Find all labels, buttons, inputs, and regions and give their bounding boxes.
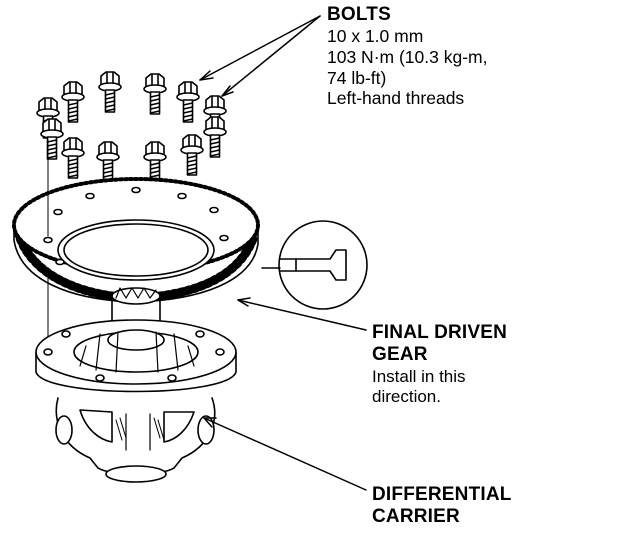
bolts-spec-line: Left-hand threads [327, 88, 465, 109]
bolt [61, 81, 85, 123]
bolts-spec-line: 74 lb-ft) [327, 67, 387, 88]
bolts-callout: BOLTS 10 x 1.0 mm 103 N·m (10.3 kg-m, 74… [327, 4, 487, 109]
bolt [143, 141, 167, 183]
bolt [40, 118, 64, 160]
leader-lines [199, 15, 367, 491]
bolt [98, 71, 122, 113]
bolt [176, 81, 200, 123]
gear-title-line: FINAL DRIVEN [372, 322, 508, 343]
differential-carrier-callout: DIFFERENTIAL CARRIER [372, 484, 512, 529]
gear-bolt-holes [43, 186, 229, 266]
bolt-set [36, 71, 227, 183]
bolt [96, 141, 120, 183]
gear-tooth-detail-view [278, 220, 368, 310]
final-driven-gear [12, 177, 260, 303]
final-driven-gear-callout: FINAL DRIVEN GEAR Install in this direct… [372, 322, 507, 407]
bolt [61, 137, 85, 179]
bolts-spec-line: 103 N·m (10.3 kg-m, [327, 47, 488, 68]
carrier-title-line: DIFFERENTIAL [372, 484, 512, 505]
bolts-spec-line: 10 x 1.0 mm [327, 26, 424, 47]
carrier-title-line: CARRIER [372, 506, 460, 528]
bolt [143, 73, 167, 115]
bolt [203, 116, 227, 158]
bolts-title: BOLTS [327, 4, 391, 25]
differential-carrier [35, 287, 237, 483]
bolt [180, 134, 204, 176]
gear-title-line: GEAR [372, 344, 428, 366]
gear-note-line: direction. [372, 386, 441, 406]
gear-note-line: Install in this [372, 366, 466, 386]
